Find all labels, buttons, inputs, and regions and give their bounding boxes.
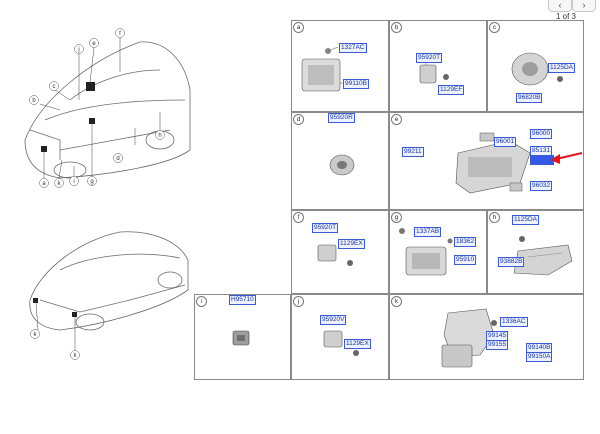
- sensor-marker: [72, 312, 77, 317]
- cell-b: b 95920T 1129EF: [389, 20, 487, 112]
- part-number-label[interactable]: 1129EF: [438, 85, 465, 95]
- control-module-part: [301, 46, 350, 92]
- svg-text:h: h: [158, 133, 161, 139]
- part-number-label[interactable]: 99110B: [343, 79, 369, 89]
- svg-text:i: i: [73, 179, 74, 185]
- horn-part: [511, 52, 563, 86]
- part-number-label[interactable]: 96032: [530, 181, 553, 191]
- svg-text:k: k: [58, 181, 62, 187]
- part-number-label[interactable]: 95920T: [416, 53, 443, 63]
- control-unit-part: [399, 228, 453, 276]
- cell-e: e 96000 99211 96001 85131 96032: [389, 112, 584, 210]
- switch-part: [232, 330, 250, 346]
- prev-page-button[interactable]: ‹: [548, 0, 572, 12]
- cell-j: j 95920V 1129EX: [291, 294, 389, 380]
- cell-tag: b: [391, 22, 402, 33]
- part-number-label[interactable]: 99211: [402, 147, 424, 157]
- cell-tag: f: [293, 212, 304, 223]
- cell-d: d 95920R: [291, 112, 389, 210]
- cell-tag: c: [489, 22, 500, 33]
- svg-text:f: f: [119, 31, 121, 37]
- svg-text:k: k: [34, 332, 38, 338]
- part-number-label[interactable]: 1336AC: [500, 317, 528, 327]
- svg-text:c: c: [53, 84, 56, 90]
- parts-grid: a 1327AC 99110B b 95920T 1129EF c 1125DA: [194, 20, 584, 380]
- cell-tag: a: [293, 22, 304, 33]
- sensor-part: [323, 330, 359, 356]
- part-number-label[interactable]: H95710: [229, 295, 256, 305]
- cell-tag: d: [293, 114, 304, 125]
- bracket-module-part: [441, 308, 497, 368]
- sensor-marker: [89, 118, 95, 124]
- cell-tag: j: [293, 296, 304, 307]
- sensor-marker: [41, 146, 47, 152]
- part-number-label[interactable]: 1327AC: [339, 43, 367, 53]
- cell-tag: g: [391, 212, 402, 223]
- cell-a: a 1327AC 99110B: [291, 20, 389, 112]
- svg-text:j: j: [77, 47, 79, 53]
- part-number-label[interactable]: 1125DA: [548, 63, 576, 73]
- overhead-console-part: [455, 132, 531, 194]
- car-rear-view: [29, 231, 189, 331]
- next-page-button[interactable]: ›: [572, 0, 596, 12]
- callout-labels-front: a b c d e f g h i j k: [29, 28, 165, 188]
- sensor-part: [329, 154, 355, 176]
- part-number-label[interactable]: 99150A: [526, 352, 553, 362]
- chevron-right-icon: ›: [582, 0, 586, 10]
- chevron-left-icon: ‹: [558, 0, 562, 10]
- sensor-part: [419, 61, 449, 84]
- svg-text:d: d: [116, 156, 119, 162]
- svg-text:a: a: [42, 181, 46, 187]
- part-number-label[interactable]: 95920V: [320, 315, 347, 325]
- car-front-view: [24, 41, 191, 179]
- vehicle-overview: a b c d e f g h i j k k k: [24, 28, 191, 360]
- cell-tag: k: [391, 296, 402, 307]
- cell-tag: i: [196, 296, 207, 307]
- callout-labels-rear: k k: [30, 329, 80, 360]
- cell-k: k 1336AC 99145 99155 99140B 99150A: [389, 294, 584, 380]
- svg-text:b: b: [32, 98, 36, 104]
- part-number-label[interactable]: 96820B: [516, 93, 543, 103]
- part-number-label[interactable]: 1129EX: [338, 239, 365, 249]
- cell-tag: e: [391, 114, 402, 125]
- part-number-label[interactable]: 1337AB: [414, 227, 442, 237]
- part-number-label[interactable]: 96001: [494, 137, 517, 147]
- sensor-marker: [86, 82, 95, 91]
- part-number-label[interactable]: 1125DA: [512, 215, 540, 225]
- part-number-label[interactable]: 99155: [486, 340, 509, 350]
- cell-f: f 95920T 1129EX: [291, 210, 389, 294]
- red-arrow-icon: [550, 152, 583, 164]
- part-number-label[interactable]: 96000: [530, 129, 553, 139]
- part-number-label[interactable]: 95910: [454, 255, 477, 265]
- part-number-label[interactable]: 18362: [454, 237, 477, 247]
- part-number-label[interactable]: 95920T: [312, 223, 339, 233]
- part-number-label[interactable]: 95920R: [328, 113, 355, 123]
- sensor-part: [317, 244, 353, 266]
- part-number-label[interactable]: 93882B: [498, 257, 525, 267]
- svg-text:g: g: [90, 179, 93, 185]
- cell-h: h 1125DA 93882B: [487, 210, 584, 294]
- svg-text:e: e: [92, 41, 96, 47]
- bracket-part: [513, 236, 573, 276]
- cell-c: c 1125DA 96820B: [487, 20, 584, 112]
- cell-tag: h: [489, 212, 500, 223]
- cell-g: g 1337AB 18362 95910: [389, 210, 487, 294]
- page-indicator: 1 of 3: [555, 12, 576, 21]
- svg-text:k: k: [74, 353, 78, 359]
- cell-i: i H95710: [194, 294, 291, 380]
- sensor-marker: [33, 298, 38, 303]
- part-number-label[interactable]: 1129EX: [344, 339, 371, 349]
